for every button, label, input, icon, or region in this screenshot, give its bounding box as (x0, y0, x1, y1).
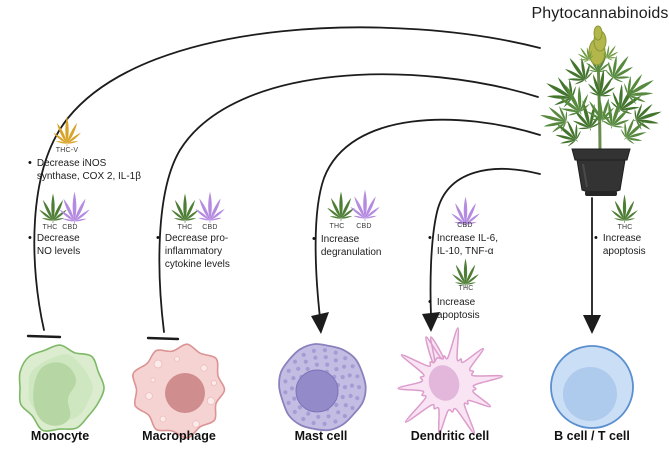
macrophage-label: Macrophage (142, 429, 216, 443)
arrow-to-macrophage (158, 73, 539, 333)
bullet-dot: • (428, 232, 432, 244)
cbd-leaf-label: CBD (202, 224, 218, 231)
thc-leaf-label: THC (458, 285, 474, 292)
arrowheads (311, 312, 601, 334)
arrow-to-dendritic-cell (429, 168, 541, 317)
thc-leaf-icon (610, 194, 639, 223)
effect-line: Increase (602, 233, 642, 244)
effect-line: Increase IL-6, (436, 233, 499, 244)
cbd-leaf-icon (349, 189, 381, 221)
bullet-dot: • (28, 232, 32, 244)
plant-bud (588, 25, 607, 66)
dendritic-effect-2: • Increase apoptosis (428, 296, 528, 322)
monocyte-effect-2: • Decrease NO levels (28, 232, 148, 258)
bullet-dot: • (594, 232, 598, 244)
thc-leaf-icon (451, 258, 480, 287)
effect-line: Decrease (36, 233, 80, 244)
thc-leaf-label: THC (329, 223, 345, 230)
inhibition-bar-macrophage (146, 336, 180, 341)
cbd-leaf-icon (58, 191, 91, 224)
effect-line: synthase, COX 2, IL-1β (36, 171, 141, 182)
mast-cell-label: Mast cell (294, 429, 348, 443)
dendritic-effect-1: • Increase IL-6, IL-10, TNF-α (428, 232, 538, 258)
effect-line: Increase (436, 297, 476, 308)
effect-line: NO levels (36, 246, 81, 257)
bullet-dot: • (312, 233, 316, 245)
cbd-leaf-label: CBD (62, 224, 78, 231)
inhibition-bar-monocyte (26, 334, 62, 339)
monocyte-effect-1: • Decrease iNOS synthase, COX 2, IL-1β (28, 157, 188, 183)
thcv-leaf-label: THC-V (55, 147, 79, 154)
pathway-arrows (26, 26, 593, 341)
arrow-to-mast-cell (314, 118, 541, 319)
bullet-dot: • (156, 232, 160, 244)
thc-leaf-label: THC (177, 224, 193, 231)
thc-leaf-label: THC (42, 224, 58, 231)
effect-line: degranulation (320, 247, 382, 258)
arrowhead-dendritic (422, 312, 440, 332)
bullet-dot: • (428, 296, 432, 308)
effect-line: Increase (320, 234, 360, 245)
arrowhead-bcell (583, 315, 601, 334)
bcell-effect-1: • Increase apoptosis (594, 232, 669, 258)
cbd-leaf-icon (194, 191, 226, 223)
effect-line: apoptosis (602, 246, 646, 257)
macrophage-cell-graphic (132, 343, 226, 439)
bullet-dot: • (28, 157, 32, 169)
mast-effect-1: • Increase degranulation (312, 233, 422, 259)
effect-line: Decrease pro- (164, 233, 229, 244)
plant-pot (571, 148, 631, 196)
effect-line: apoptosis (436, 310, 480, 321)
diagram-title: Phytocannabinoids (531, 5, 669, 22)
monocyte-cell-graphic (18, 344, 105, 432)
dendritic-cell-graphic (397, 327, 504, 435)
thc-leaf-label: THC (617, 224, 633, 231)
arrowhead-mast (311, 312, 329, 334)
effect-line: cytokine levels (164, 259, 230, 270)
mast-cell-graphic (278, 343, 367, 432)
dendritic-cell-label: Dendritic cell (410, 429, 490, 443)
monocyte-label: Monocyte (30, 429, 90, 443)
effect-line: inflammatory (164, 246, 223, 257)
cbd-leaf-label: CBD (356, 223, 372, 230)
cbd-leaf-label: CBD (457, 222, 473, 229)
effect-line: Decrease iNOS (36, 158, 107, 169)
effect-line: IL-10, TNF-α (436, 246, 494, 257)
cannabis-plant (536, 25, 667, 196)
bcell-tcell-label: B cell / T cell (554, 429, 630, 443)
macrophage-effect-1: • Decrease pro- inflammatory cytokine le… (156, 232, 276, 271)
arrow-to-monocyte (33, 26, 541, 331)
bcell-tcell-graphic (550, 345, 634, 429)
thcv-leaf-icon (52, 116, 82, 146)
